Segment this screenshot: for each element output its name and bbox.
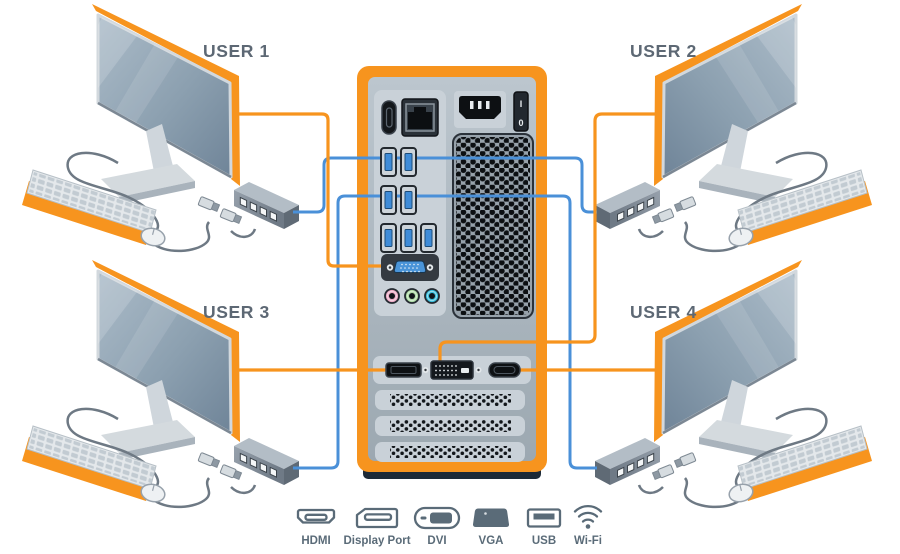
- rear-hdmi-port-slot: [385, 107, 393, 128]
- video-cables: [238, 112, 657, 372]
- tower-ports: I 0: [380, 91, 529, 380]
- wifi-icon: [573, 505, 603, 529]
- usb-port: [380, 147, 397, 177]
- legend-label-vga: VGA: [479, 535, 504, 547]
- dvi-icon: [413, 506, 461, 530]
- expansion-slots: [375, 390, 525, 462]
- displayport-icon: [355, 507, 399, 529]
- displayport-port: [385, 362, 422, 378]
- vga-icon: [472, 508, 510, 527]
- legend-item-hdmi: HDMI: [296, 508, 336, 547]
- usb-icon: [526, 508, 562, 528]
- usb-port: [400, 223, 417, 253]
- legend: HDMI Display Port DVI VGA: [296, 505, 603, 547]
- legend-item-displayport: Display Port: [343, 507, 411, 547]
- usb-cables: [293, 156, 597, 470]
- usb-port: [380, 223, 397, 253]
- legend-label-displayport: Display Port: [343, 535, 410, 547]
- vent-holes: [456, 137, 530, 315]
- power-switch: I 0: [513, 91, 529, 132]
- legend-item-dvi: DVI: [413, 506, 461, 547]
- power-on-label: I: [520, 99, 523, 109]
- user1-user2-usb-cable: [293, 156, 597, 214]
- usb-port: [400, 185, 417, 215]
- power-off-label: 0: [518, 118, 523, 128]
- usb-port: [420, 223, 437, 253]
- rear-hdmi-port: [381, 100, 397, 135]
- user4-label: USER 4: [630, 302, 697, 322]
- vga-port: [381, 254, 439, 281]
- dvi-port: [422, 360, 482, 380]
- user3-label: USER 3: [203, 302, 270, 322]
- legend-item-vga: VGA: [472, 508, 510, 547]
- legend-label-dvi: DVI: [427, 535, 446, 547]
- legend-item-usb: USB: [526, 508, 562, 547]
- usb-port: [380, 185, 397, 215]
- legend-label-usb: USB: [532, 535, 556, 547]
- hdmi-icon: [296, 508, 336, 524]
- hdmi-out-port: [488, 362, 521, 378]
- legend-label-hdmi: HDMI: [301, 535, 330, 547]
- user2-label: USER 2: [630, 41, 697, 61]
- user3-user4-usb-cable: [293, 194, 597, 470]
- legend-label-wifi: Wi-Fi: [574, 535, 602, 547]
- usb-port: [400, 147, 417, 177]
- user2-dvi-cable: [438, 112, 657, 365]
- legend-item-wifi: Wi-Fi: [573, 505, 603, 547]
- user1-label: USER 1: [203, 41, 270, 61]
- ethernet-port: [401, 98, 439, 137]
- user1-vga-cable: [238, 112, 383, 268]
- audio-jacks: [384, 288, 440, 304]
- power-inlet: [459, 96, 501, 119]
